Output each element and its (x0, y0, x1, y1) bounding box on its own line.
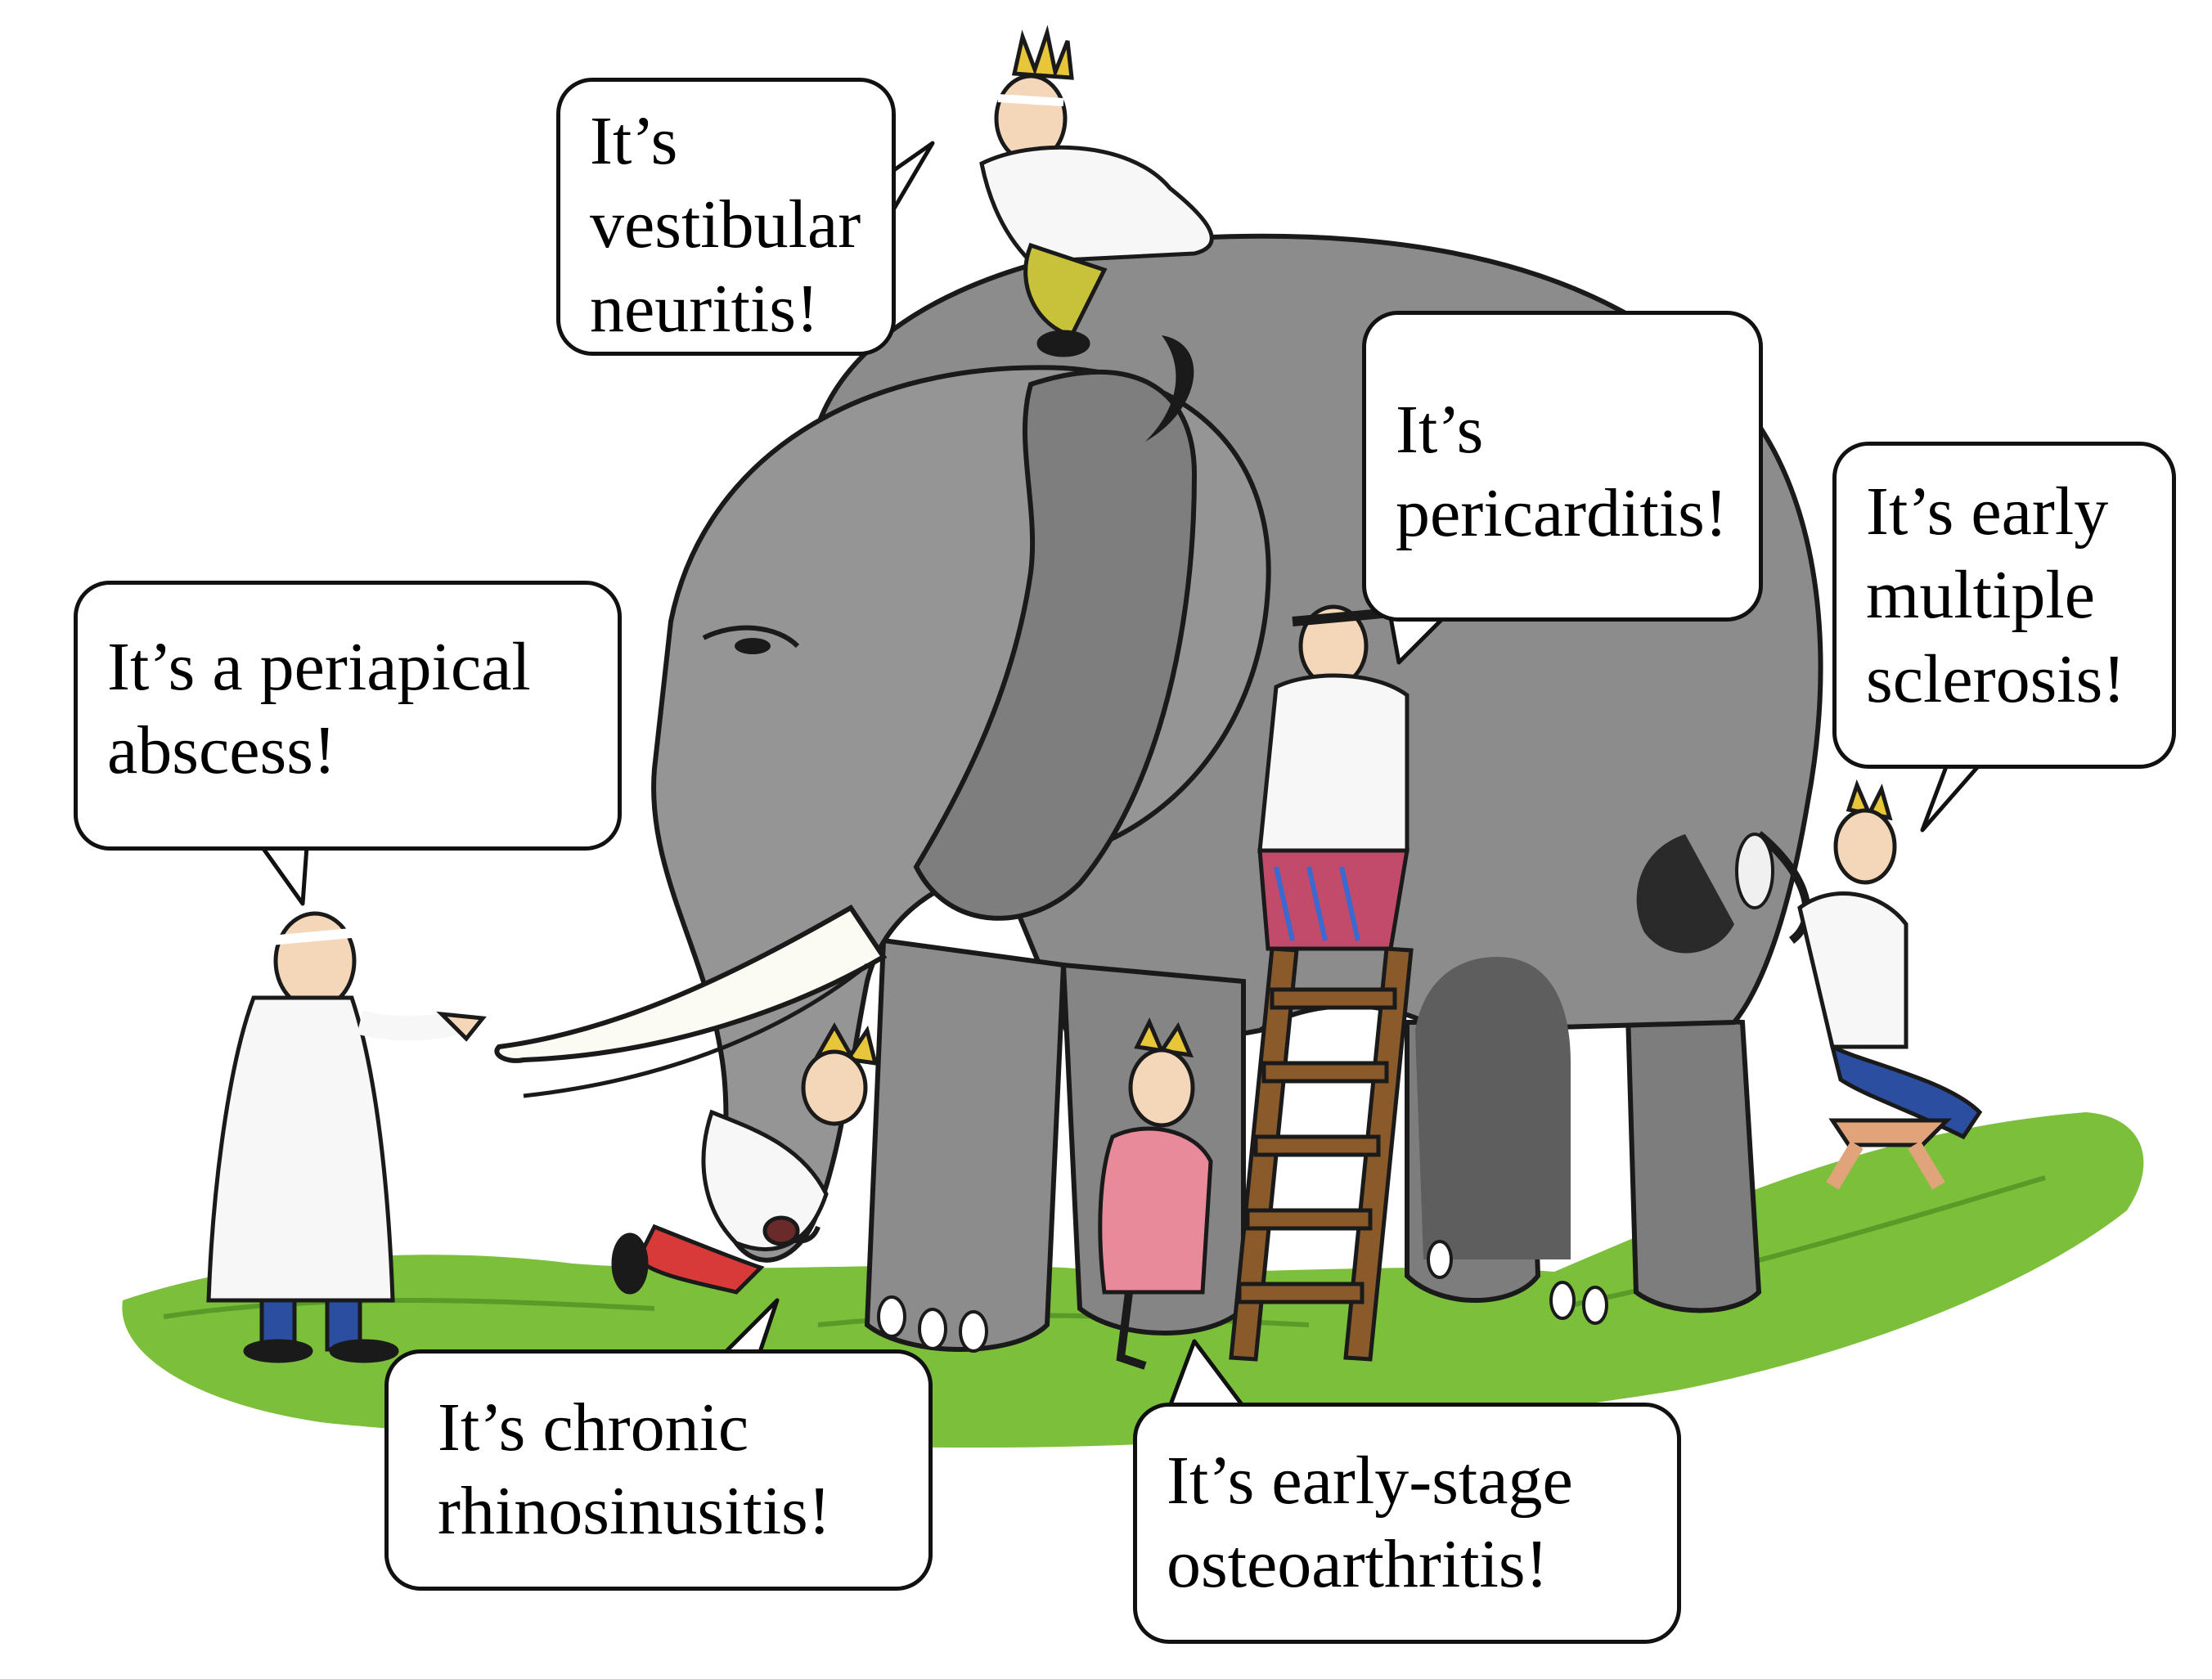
bubble-line: neuritis! (590, 270, 819, 347)
bubble-line: It’s early (1866, 474, 2109, 550)
bubble-line: vestibular (590, 186, 861, 263)
tusk-icon (494, 905, 888, 1063)
ladder-examiner-figure (1257, 604, 1409, 951)
speech-bubble-pericarditis: It’s pericarditis! (1362, 311, 1763, 622)
leg-examiner-figure (1098, 1017, 1213, 1370)
bubble-line: It’s chronic (438, 1389, 749, 1466)
bubble-line: It’s (1396, 392, 1484, 468)
bubble-line: multiple (1866, 557, 2095, 634)
speech-bubble-early-stage-osteoarthritis: It’s early-stage osteoarthritis! (1133, 1403, 1681, 1644)
tail-icon (1636, 831, 1811, 954)
bubble-line: It’s early-stage (1167, 1443, 1573, 1519)
bubble-line: sclerosis! (1866, 640, 2126, 717)
speech-bubble-periapical-abscess: It’s a periapical abscess! (74, 581, 622, 851)
bubble-line: rhinosinusitis! (438, 1473, 831, 1550)
speech-bubble-chronic-rhinosinusitis: It’s chronic rhinosinusitis! (384, 1349, 933, 1591)
speech-bubble-vestibular-neuritis: It’s vestibular neuritis! (556, 78, 896, 356)
trunk-examiner-figure (611, 1021, 879, 1295)
head-examiner-figure (979, 25, 1214, 357)
tusk-examiner-figure (206, 911, 487, 1363)
bubble-line: osteoarthritis! (1167, 1526, 1549, 1603)
bubble-line: It’s (590, 103, 678, 179)
tail-examiner-figure (1797, 779, 1983, 1190)
speech-bubble-multiple-sclerosis: It’s early multiple sclerosis! (1832, 442, 2176, 769)
bubble-line: abscess! (107, 712, 336, 789)
ladder-icon (1229, 946, 1414, 1362)
bubble-line: pericarditis! (1396, 475, 1728, 552)
bubble-line: It’s a periapical (107, 629, 531, 705)
